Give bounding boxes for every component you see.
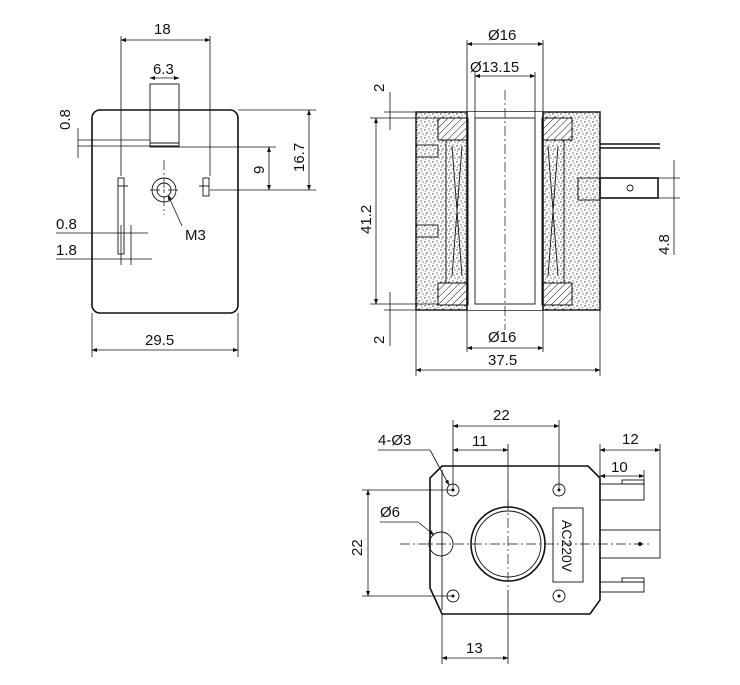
dim-center-height: 9 [251, 166, 268, 174]
dim-bottom-flange: 2 [371, 336, 388, 344]
dim-pin-thickness: 0.8 [56, 216, 77, 233]
voltage-label-box [552, 507, 584, 583]
bobbin-bottom-left [437, 282, 469, 306]
mount-hole-br [552, 589, 566, 603]
dim-top-diameter: Ø16 [488, 27, 516, 44]
dim-half-spacing: 11 [472, 433, 488, 450]
bobbin-bottom-right [541, 282, 573, 306]
terminal-top [599, 483, 645, 501]
winding-left [445, 139, 469, 284]
dim-terminal-length: 12 [622, 431, 639, 448]
front-body-outline [91, 109, 239, 314]
dim-terminal-inner: 10 [611, 459, 628, 476]
terminal-bottom [599, 581, 645, 593]
side-view: Ø16 Ø13.15 2 41.2 2 Ø16 37.5 4 [358, 27, 680, 376]
dim-pin-width: 1.8 [56, 242, 77, 259]
dim-terminal-offset: 4.8 [656, 234, 673, 255]
dim-terminal-spacing: 18 [154, 21, 171, 38]
base-plate [429, 465, 601, 615]
dim-top-flange: 2 [371, 84, 388, 92]
side-terminal [599, 177, 659, 199]
bobbin-top-left [437, 117, 469, 141]
dim-hole-spacing-x: 22 [493, 407, 510, 424]
right-pin [202, 177, 210, 197]
dim-height: 41.2 [358, 205, 375, 234]
winding-right [541, 139, 565, 284]
bobbin-top-right [541, 117, 573, 141]
center-hole [428, 531, 454, 557]
dim-width-total: 29.5 [145, 332, 174, 349]
dim-height-total: 16.7 [291, 143, 308, 172]
bottom-view: AC220V 22 11 4-Ø3 12 10 22 [349, 407, 661, 664]
thread-label: M3 [185, 227, 206, 244]
dim-length: 37.5 [488, 352, 517, 369]
dim-bore-diameter: Ø13.15 [470, 59, 519, 76]
terminal-slot [149, 83, 180, 148]
front-view: M3 18 6.3 0.8 16.7 9 0.8 1.8 29 [56, 21, 316, 357]
terminal-center [599, 529, 661, 559]
dim-bottom-diameter: Ø16 [488, 329, 516, 346]
dim-top-offset: 0.8 [57, 109, 74, 130]
dim-edge-offset: 13 [466, 640, 483, 657]
dim-hole-spacing-y: 22 [349, 539, 366, 556]
dim-center-hole: Ø6 [380, 504, 400, 521]
dim-slot-width: 6.3 [153, 61, 174, 78]
hole-callout: 4-Ø3 [378, 432, 411, 449]
voltage-label: AC220V [559, 520, 575, 573]
